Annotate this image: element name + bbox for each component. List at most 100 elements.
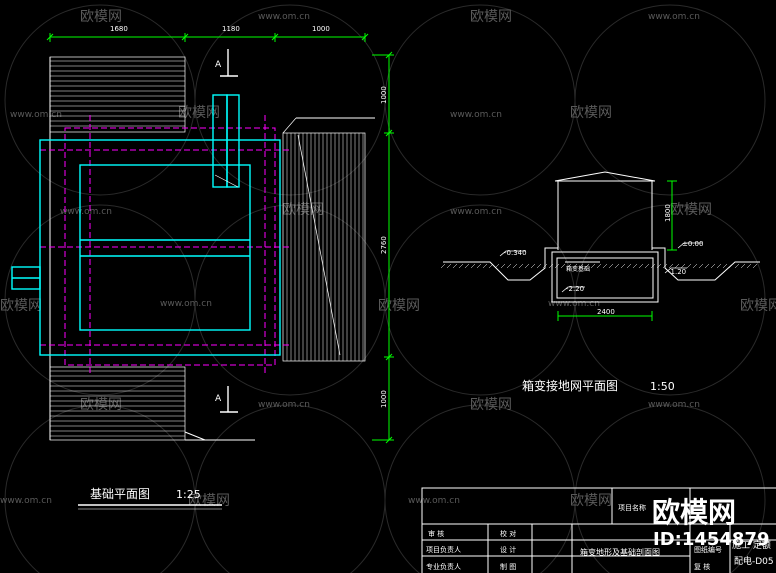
ground-hatch-line xyxy=(440,263,446,269)
dim-top-3: 1000 xyxy=(312,25,330,33)
ground-hatch-line xyxy=(698,263,704,269)
tb-drawing-title: 箱变地形及基础剖面图 xyxy=(580,547,660,557)
ground-hatch-line xyxy=(596,263,602,269)
ground-hatch-line xyxy=(500,263,506,269)
watermark-brand: 欧模网 xyxy=(470,9,512,25)
ground-hatch-line xyxy=(488,263,494,269)
ground-hatch-line xyxy=(632,263,638,269)
tb-approve: 审 核 xyxy=(428,529,444,538)
watermark-site: www.om.cn xyxy=(450,110,502,120)
watermark-brand: 欧模网 xyxy=(740,298,776,314)
watermark-site: www.om.cn xyxy=(0,496,52,506)
ground-hatch-line xyxy=(530,263,536,269)
ground-hatch-line xyxy=(542,263,548,269)
big-watermark-brand: 欧模网 xyxy=(652,496,736,529)
ground-hatch-line xyxy=(686,263,692,269)
tb-drawing-code: 配电-D05 xyxy=(734,555,774,567)
ground-hatch-line xyxy=(602,263,608,269)
foundation-plan-title: 基础平面图 xyxy=(90,487,150,501)
ground-hatch-line xyxy=(482,263,488,269)
title-block: 项目名称 审 核 校 对 项目负责人 设 计 专业负责人 制 图 图纸编号 箱变… xyxy=(421,487,776,573)
grounding-plan-scale: 1:50 xyxy=(650,380,675,393)
dim-right-2: 2760 xyxy=(380,236,388,254)
ground-hatch-line xyxy=(692,263,698,269)
level-inner: -1.20 xyxy=(668,268,686,276)
tb-design: 设 计 xyxy=(500,545,516,554)
ground-hatch-line xyxy=(470,263,476,269)
watermark-site: www.om.cn xyxy=(450,207,502,217)
tb-company: 施工 定额 xyxy=(732,539,771,551)
ground-hatch-line xyxy=(506,263,512,269)
foundation-plan-scale: 1:25 xyxy=(176,488,201,501)
watermark-site: www.om.cn xyxy=(60,207,112,217)
ground-hatch-line xyxy=(524,263,530,269)
ground-hatch-line xyxy=(608,263,614,269)
ground-hatch-line xyxy=(656,263,662,269)
dim-top-2: 1180 xyxy=(222,25,240,33)
ground-hatch-line xyxy=(746,263,752,269)
watermark-site: www.om.cn xyxy=(258,12,310,22)
ground-hatch-line xyxy=(740,263,746,269)
ground-hatch-line xyxy=(680,263,686,269)
tb-draw: 制 图 xyxy=(500,562,516,571)
ground-hatch-line xyxy=(668,263,674,269)
ground-hatch-line xyxy=(512,263,518,269)
watermark-circles xyxy=(4,4,766,573)
ground-hatch-line xyxy=(518,263,524,269)
ground-hatch-line xyxy=(464,263,470,269)
tb-check: 校 对 xyxy=(500,529,516,538)
ground-hatch-line xyxy=(722,263,728,269)
ground-hatch-line xyxy=(476,263,482,269)
ground-hatch-line xyxy=(710,263,716,269)
watermark-brand: 欧模网 xyxy=(470,397,512,413)
ground-hatch-line xyxy=(446,263,452,269)
watermark-brand: 欧模网 xyxy=(80,397,122,413)
watermark-brand: 欧模网 xyxy=(670,202,712,218)
watermark-brand: 欧模网 xyxy=(0,298,42,314)
watermark-brand: 欧模网 xyxy=(570,105,612,121)
dim-top-1: 1680 xyxy=(110,25,128,33)
ground-hatch-line xyxy=(554,263,560,269)
level-bottom: -2.20 xyxy=(566,285,584,293)
tb-review: 复 核 xyxy=(694,562,710,571)
ground-hatch-line xyxy=(674,263,680,269)
watermark-site: www.om.cn xyxy=(548,299,600,309)
dim-section-height: 1800 xyxy=(664,204,672,222)
section-mark-top: A xyxy=(215,60,222,70)
ground-hatch-line xyxy=(704,263,710,269)
ground-hatch-line xyxy=(638,263,644,269)
level-ground: ±0.00 xyxy=(682,240,703,248)
ground-hatch-line xyxy=(458,263,464,269)
foundation-section: 1800 2400 ±0.00 -0.340 -1.20 -2.20 箱变基础 … xyxy=(440,171,760,393)
ground-hatch-line xyxy=(716,263,722,269)
ground-hatch-line xyxy=(650,263,656,269)
watermark-brand: 欧模网 xyxy=(378,298,420,314)
grounding-plan-title: 箱变接地网平面图 xyxy=(522,378,618,393)
watermark-site: www.om.cn xyxy=(258,400,310,410)
watermark-site: www.om.cn xyxy=(648,400,700,410)
ground-hatch-line xyxy=(572,263,578,269)
watermark-site: www.om.cn xyxy=(648,12,700,22)
tb-project-name-label: 项目名称 xyxy=(618,503,646,512)
ground-hatch-line xyxy=(728,263,734,269)
ground-hatch-line xyxy=(662,263,668,269)
ground-hatch-line xyxy=(584,263,590,269)
tb-professional-lead: 专业负责人 xyxy=(426,562,461,571)
ground-hatch-line xyxy=(560,263,566,269)
dim-section-width: 2400 xyxy=(597,308,615,316)
ground-hatch-line xyxy=(626,263,632,269)
ground-hatch-line xyxy=(452,263,458,269)
ground-hatch-line xyxy=(752,263,758,269)
watermark-site: www.om.cn xyxy=(10,110,62,120)
big-watermark-id: ID:1454879 xyxy=(653,529,770,550)
level-outer: -0.340 xyxy=(504,249,527,257)
watermark-site: www.om.cn xyxy=(408,496,460,506)
tb-project-lead: 项目负责人 xyxy=(426,545,461,554)
ground-hatch-line xyxy=(536,263,542,269)
ground-hatch-line xyxy=(548,263,554,269)
watermark-brand: 欧模网 xyxy=(570,493,612,509)
ground-hatch-line xyxy=(590,263,596,269)
section-mark-bottom: A xyxy=(215,394,222,404)
watermark-site: www.om.cn xyxy=(160,299,212,309)
